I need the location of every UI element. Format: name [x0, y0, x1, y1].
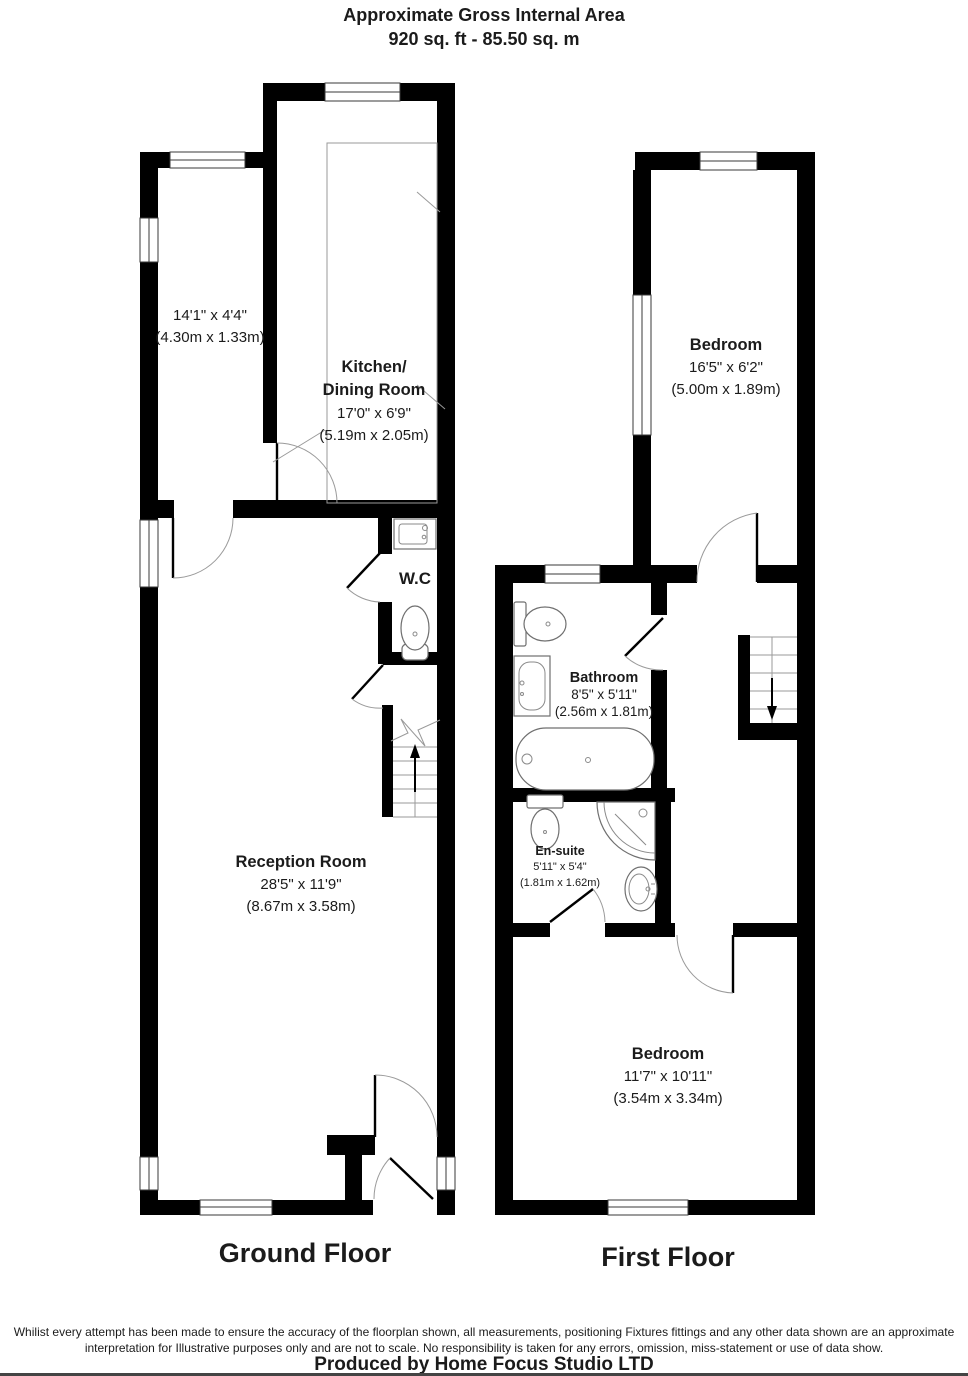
door-icon: [676, 934, 735, 994]
produced-by: Produced by Home Focus Studio LTD: [314, 1354, 654, 1375]
ensuite-dims-ft: 5'11" x 5'4": [533, 861, 586, 873]
ground-floor-labels: 14'1" x 4'4" (4.30m x 1.33m) Kitchen/ Di…: [155, 307, 431, 915]
bathroom-dims-ft: 8'5" x 5'11": [571, 687, 637, 702]
kitchen-dims-ft: 17'0" x 6'9": [337, 405, 411, 422]
ground-floor-plan: 14'1" x 4'4" (4.30m x 1.33m) Kitchen/ Di…: [139, 82, 456, 1216]
stairs-down: [750, 636, 797, 723]
shower-icon: [596, 801, 656, 861]
bathroom-fixtures: [513, 601, 655, 791]
reception-dims-m: (8.67m x 3.58m): [246, 898, 355, 915]
reception-dims-ft: 28'5" x 11'9": [260, 876, 341, 893]
kitchen-label-line1: Kitchen/: [341, 358, 407, 376]
ground-floor-title: Ground Floor: [219, 1238, 392, 1268]
page-title-line2: 920 sq. ft - 85.50 sq. m: [388, 29, 579, 49]
door-icon: [171, 517, 234, 579]
bedroom-rear-dims-m: (3.54m x 3.34m): [613, 1090, 722, 1107]
window-icon: [544, 564, 601, 584]
window-icon: [699, 151, 758, 171]
footer: Whilist every attempt has been made to e…: [0, 1325, 968, 1376]
sink-icon: [513, 655, 551, 717]
window-icon: [139, 519, 159, 588]
ensuite-dims-m: (1.81m x 1.62m): [520, 877, 600, 889]
door-icon: [351, 664, 384, 709]
toilet-icon: [526, 794, 564, 850]
window-icon: [199, 1199, 273, 1216]
bedroom-rear-dims-ft: 11'7" x 10'11": [624, 1068, 712, 1085]
kitchen-counter-outline: [272, 142, 446, 504]
first-floor-labels: Bedroom 16'5" x 6'2" (5.00m x 1.89m) Bat…: [520, 336, 781, 1107]
window-icon: [324, 82, 401, 102]
header: Approximate Gross Internal Area 920 sq. …: [343, 5, 625, 49]
wc-fixtures: [393, 518, 437, 661]
ground-floor-windows: [139, 82, 456, 1216]
door-icon: [549, 888, 606, 923]
door-icon: [346, 552, 381, 603]
side-room-dims-ft: 14'1" x 4'4": [173, 307, 247, 324]
first-floor-walls: [495, 152, 815, 1215]
bathroom-label: Bathroom: [570, 670, 638, 686]
sink-icon: [393, 518, 437, 550]
stairs-up: [390, 718, 441, 818]
door-icon: [275, 442, 338, 504]
page-title-line1: Approximate Gross Internal Area: [343, 5, 625, 25]
ground-floor-doors: [171, 442, 438, 1200]
ensuite-fixtures: [526, 794, 658, 912]
window-icon: [169, 151, 246, 169]
disclaimer-line1: Whilist every attempt has been made to e…: [14, 1325, 955, 1339]
window-icon: [607, 1199, 689, 1216]
first-floor-windows: [544, 151, 758, 1216]
wc-label: W.C: [399, 569, 431, 588]
side-room-dims-m: (4.30m x 1.33m): [155, 329, 264, 346]
bathroom-dims-m: (2.56m x 1.81m): [555, 704, 653, 719]
bathtub-icon: [515, 727, 655, 791]
ground-floor-walls: [140, 83, 455, 1215]
window-icon: [632, 294, 652, 436]
door-icon: [373, 1074, 438, 1138]
window-icon: [139, 217, 159, 263]
first-floor-plan: Bedroom 16'5" x 6'2" (5.00m x 1.89m) Bat…: [495, 151, 815, 1216]
door-icon: [373, 1157, 434, 1200]
bedroom-front-dims-ft: 16'5" x 6'2": [689, 359, 763, 376]
bedroom-rear-label: Bedroom: [632, 1045, 704, 1063]
disclaimer-line2: interpretation for Illustrative purposes…: [85, 1341, 883, 1355]
window-icon: [139, 1156, 159, 1191]
first-floor-doors: [549, 512, 759, 994]
kitchen-label-line2: Dining Room: [323, 381, 426, 399]
bedroom-front-dims-m: (5.00m x 1.89m): [671, 381, 780, 398]
sink-icon: [624, 866, 658, 912]
first-floor-title: First Floor: [601, 1242, 735, 1272]
bottom-border: [0, 1373, 968, 1376]
kitchen-dims-m: (5.19m x 2.05m): [319, 427, 428, 444]
bedroom-front-label: Bedroom: [690, 336, 762, 354]
toilet-icon: [400, 605, 430, 661]
ensuite-label: En-suite: [535, 844, 584, 858]
door-icon: [696, 512, 759, 583]
door-icon: [624, 617, 664, 671]
toilet-icon: [513, 601, 567, 647]
reception-label: Reception Room: [235, 853, 366, 871]
window-icon: [436, 1156, 456, 1191]
